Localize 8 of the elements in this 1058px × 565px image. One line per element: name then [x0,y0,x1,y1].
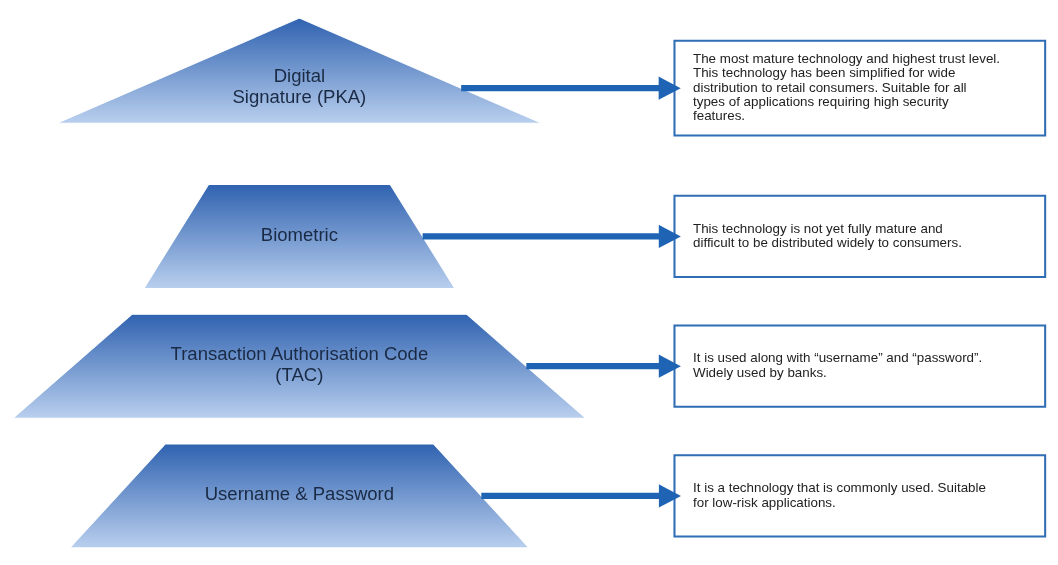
node-box: It is a technology that is commonly used. Suitable for low-risk applications. [673,453,1047,538]
node-box: It is used along with “username” and “password”. Widely used by banks. [673,323,1047,408]
arrow [481,483,681,507]
node-box: This technology is not yet fully mature and difficult to be distributed widely to consumers. [673,194,1047,278]
arrow [422,224,681,248]
arrow [526,354,681,378]
node-box: The most mature technology and highest trust level. This technology has been simplified for wide distribution to retail consumers. Suitable for all types of applications requiring high security features. [673,39,1047,137]
arrow [461,76,681,100]
